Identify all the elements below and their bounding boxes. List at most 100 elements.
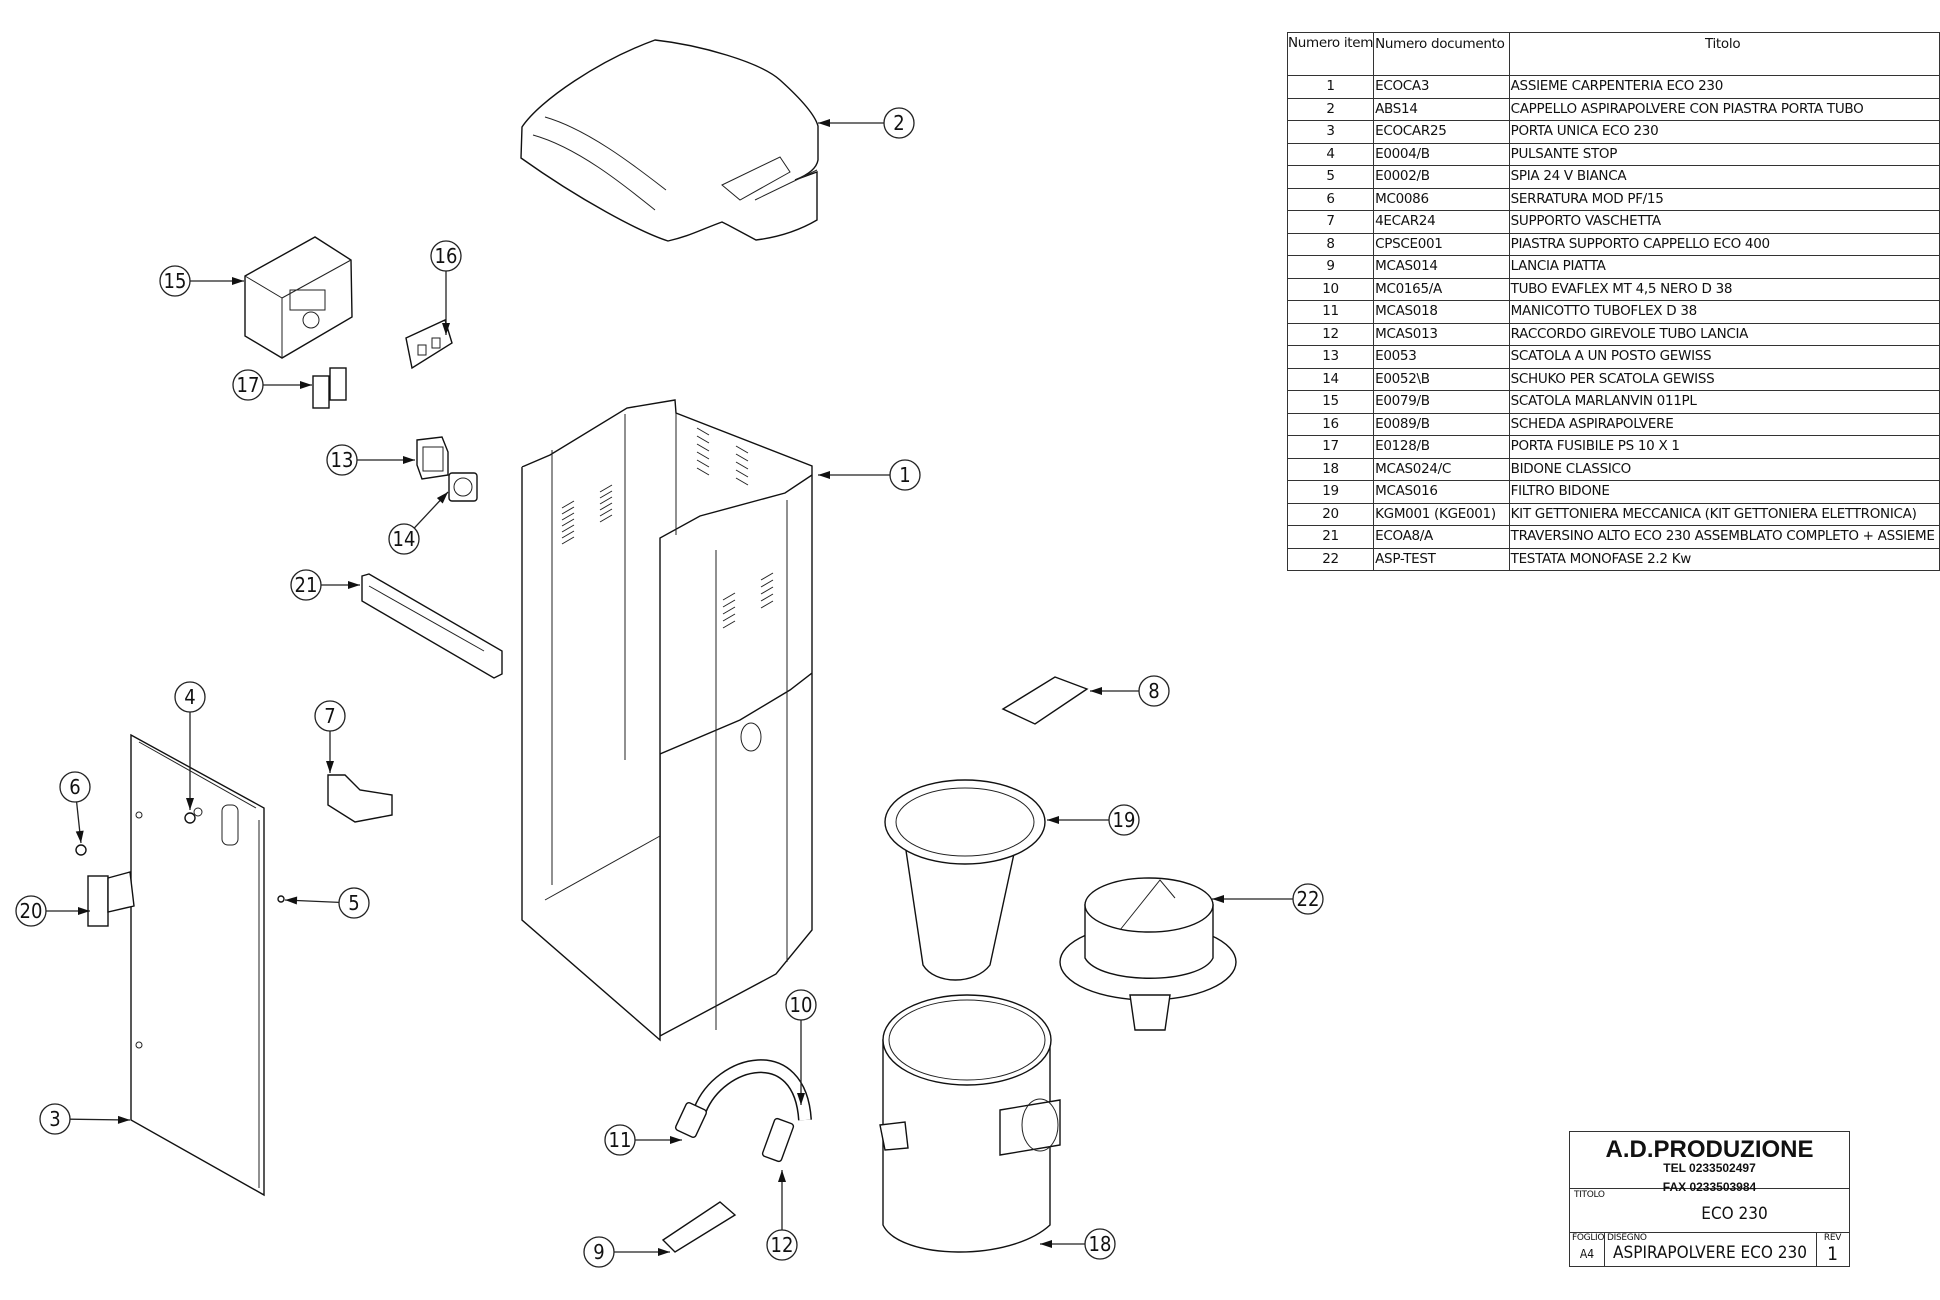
balloon-21: 21 [290, 569, 360, 601]
bom-document-number: ECOCAR25 [1373, 120, 1510, 144]
part-20-coin-mechanism [87, 871, 135, 927]
bom-title: TESTATA MONOFASE 2.2 Kw [1508, 547, 1940, 571]
bom-header-row: Numero item Numero documento Titolo [1286, 32, 1940, 76]
bom-document-number: MC0165/A [1373, 277, 1510, 301]
bom-document-number: MCAS018 [1373, 300, 1510, 324]
part-1-cabinet [521, 399, 813, 1042]
balloon-5: 5 [284, 887, 370, 919]
balloon-number: 21 [295, 573, 318, 597]
bom-title: SCHUKO PER SCATOLA GEWISS [1508, 367, 1940, 391]
bom-title: CAPPELLO ASPIRAPOLVERE CON PIASTRA PORTA… [1508, 97, 1940, 121]
balloon-3: 3 [39, 1103, 131, 1135]
bom-title: LANCIA PIATTA [1508, 255, 1940, 279]
bom-item-number: 9 [1286, 255, 1375, 279]
balloon-circle [338, 887, 370, 919]
part-22-motor-head [1059, 877, 1237, 1031]
leader-arrow-icon [326, 761, 334, 773]
part-7-tray-support [327, 774, 393, 823]
bom-title: SCATOLA A UN POSTO GEWISS [1508, 345, 1940, 369]
bom-item-number: 21 [1286, 525, 1375, 549]
balloon-17: 17 [232, 369, 312, 401]
balloon-7: 7 [314, 700, 346, 773]
balloon-4: 4 [174, 681, 206, 810]
bom-document-number: E0052\B [1373, 367, 1510, 391]
part-3-door [130, 733, 265, 1197]
bom-item-number: 17 [1286, 435, 1375, 459]
bom-title: TUBO EVAFLEX MT 4,5 NERO D 38 [1508, 277, 1940, 301]
part-14-schuko [448, 472, 478, 502]
leader-arrow-icon [818, 471, 830, 479]
bom-title: SERRATURA MOD PF/15 [1508, 187, 1940, 211]
drawing-label: DISEGNO [1607, 1233, 1647, 1243]
part-10-hose [693, 1059, 812, 1121]
balloon-circle [326, 444, 358, 476]
balloon-circle [583, 1236, 615, 1268]
bom-document-number: MC0086 [1373, 187, 1510, 211]
leader-arrow-icon [300, 381, 312, 389]
bom-document-number: ECOCA3 [1373, 75, 1510, 99]
bom-item-number: 6 [1286, 187, 1375, 211]
bom-item-number: 13 [1286, 345, 1375, 369]
bom-document-number: E0089/B [1373, 412, 1510, 436]
leader-arrow-icon [348, 581, 360, 589]
part-17-fuse-holders [312, 367, 347, 409]
balloon-13: 13 [326, 444, 415, 476]
balloon-9: 9 [583, 1236, 670, 1268]
bom-document-number: MCAS024/C [1373, 457, 1510, 481]
balloon-number: 2 [893, 111, 904, 135]
bom-item-number: 19 [1286, 480, 1375, 504]
balloon-10: 10 [785, 989, 817, 1105]
balloon-14: 14 [388, 491, 449, 555]
leader-arrow-icon [442, 323, 450, 335]
part-2-cap [520, 39, 819, 242]
bom-title: MANICOTTO TUBOFLEX D 38 [1508, 300, 1940, 324]
bom-document-number: E0002/B [1373, 165, 1510, 189]
leader-arrow-icon [670, 1136, 682, 1144]
company-block: A.D.PRODUZIONE TEL 0233502497 FAX 023350… [1570, 1132, 1849, 1193]
part-19-filter [884, 779, 1046, 981]
balloon-16: 16 [430, 240, 462, 335]
bom-document-number: 4ECAR24 [1373, 210, 1510, 234]
bom-document-number: KGM001 (KGE001) [1373, 502, 1510, 526]
bom-document-number: E0004/B [1373, 142, 1510, 166]
title-cell: TITOLO ECO 230 [1570, 1188, 1849, 1233]
balloon-circle [1108, 804, 1140, 836]
leader-arrow-icon [658, 1248, 670, 1256]
bom-title: SCATOLA MARLANVIN 011PL [1508, 390, 1940, 414]
company-name: A.D.PRODUZIONE [1605, 1136, 1814, 1163]
revision-label: REV [1823, 1233, 1842, 1243]
bom-document-number: MCAS013 [1373, 322, 1510, 346]
balloon-circle [1292, 883, 1324, 915]
bom-title: BIDONE CLASSICO [1508, 457, 1940, 481]
part-12-swivel [761, 1117, 795, 1163]
balloon-number: 12 [771, 1233, 794, 1257]
bom-item-number: 22 [1286, 547, 1375, 571]
part-6-lock [75, 844, 87, 856]
balloon-circle [430, 240, 462, 272]
bom-title: PORTA UNICA ECO 230 [1508, 120, 1940, 144]
bom-title: ASSIEME CARPENTERIA ECO 230 [1508, 75, 1940, 99]
balloon-number: 8 [1148, 679, 1159, 703]
leader-arrow-icon [1090, 687, 1102, 695]
balloon-number: 16 [435, 244, 458, 268]
bom-item-number: 5 [1286, 165, 1375, 189]
balloon-19: 19 [1047, 804, 1140, 836]
bom-item-number: 15 [1286, 390, 1375, 414]
balloon-number: 4 [184, 685, 195, 709]
